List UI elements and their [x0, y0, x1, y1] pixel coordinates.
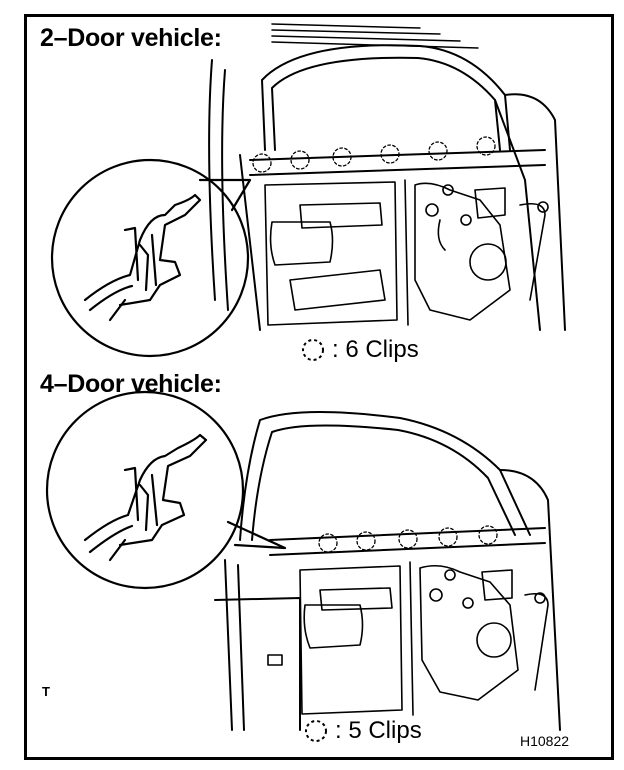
clip-icon — [305, 720, 327, 742]
door-outline-bottom — [214, 411, 561, 731]
two-door-title: 2–Door vehicle: — [40, 24, 222, 52]
two-door-clips-text: : 6 Clips — [332, 336, 419, 363]
clip-icon — [302, 339, 324, 361]
door-panel-bottom — [267, 561, 549, 716]
clip-markers-top — [252, 136, 496, 173]
title-lines — [271, 23, 479, 49]
four-door-clips-text: : 5 Clips — [335, 717, 422, 744]
four-door-clips-label: : 5 Clips — [303, 717, 422, 745]
two-door-illustration — [50, 23, 566, 358]
two-door-clips-label: : 6 Clips — [300, 336, 419, 364]
clip-markers-bottom — [318, 525, 498, 553]
detail-callout-top — [50, 158, 252, 358]
figure-frame — [24, 14, 614, 760]
corner-mark: T — [42, 684, 50, 699]
four-door-title: 4–Door vehicle: — [40, 370, 222, 398]
detail-callout-bottom — [45, 390, 287, 590]
door-outline-top — [208, 44, 566, 331]
four-door-illustration — [45, 390, 561, 731]
door-panel-top — [264, 179, 549, 326]
figure-code: H10822 — [520, 733, 570, 749]
